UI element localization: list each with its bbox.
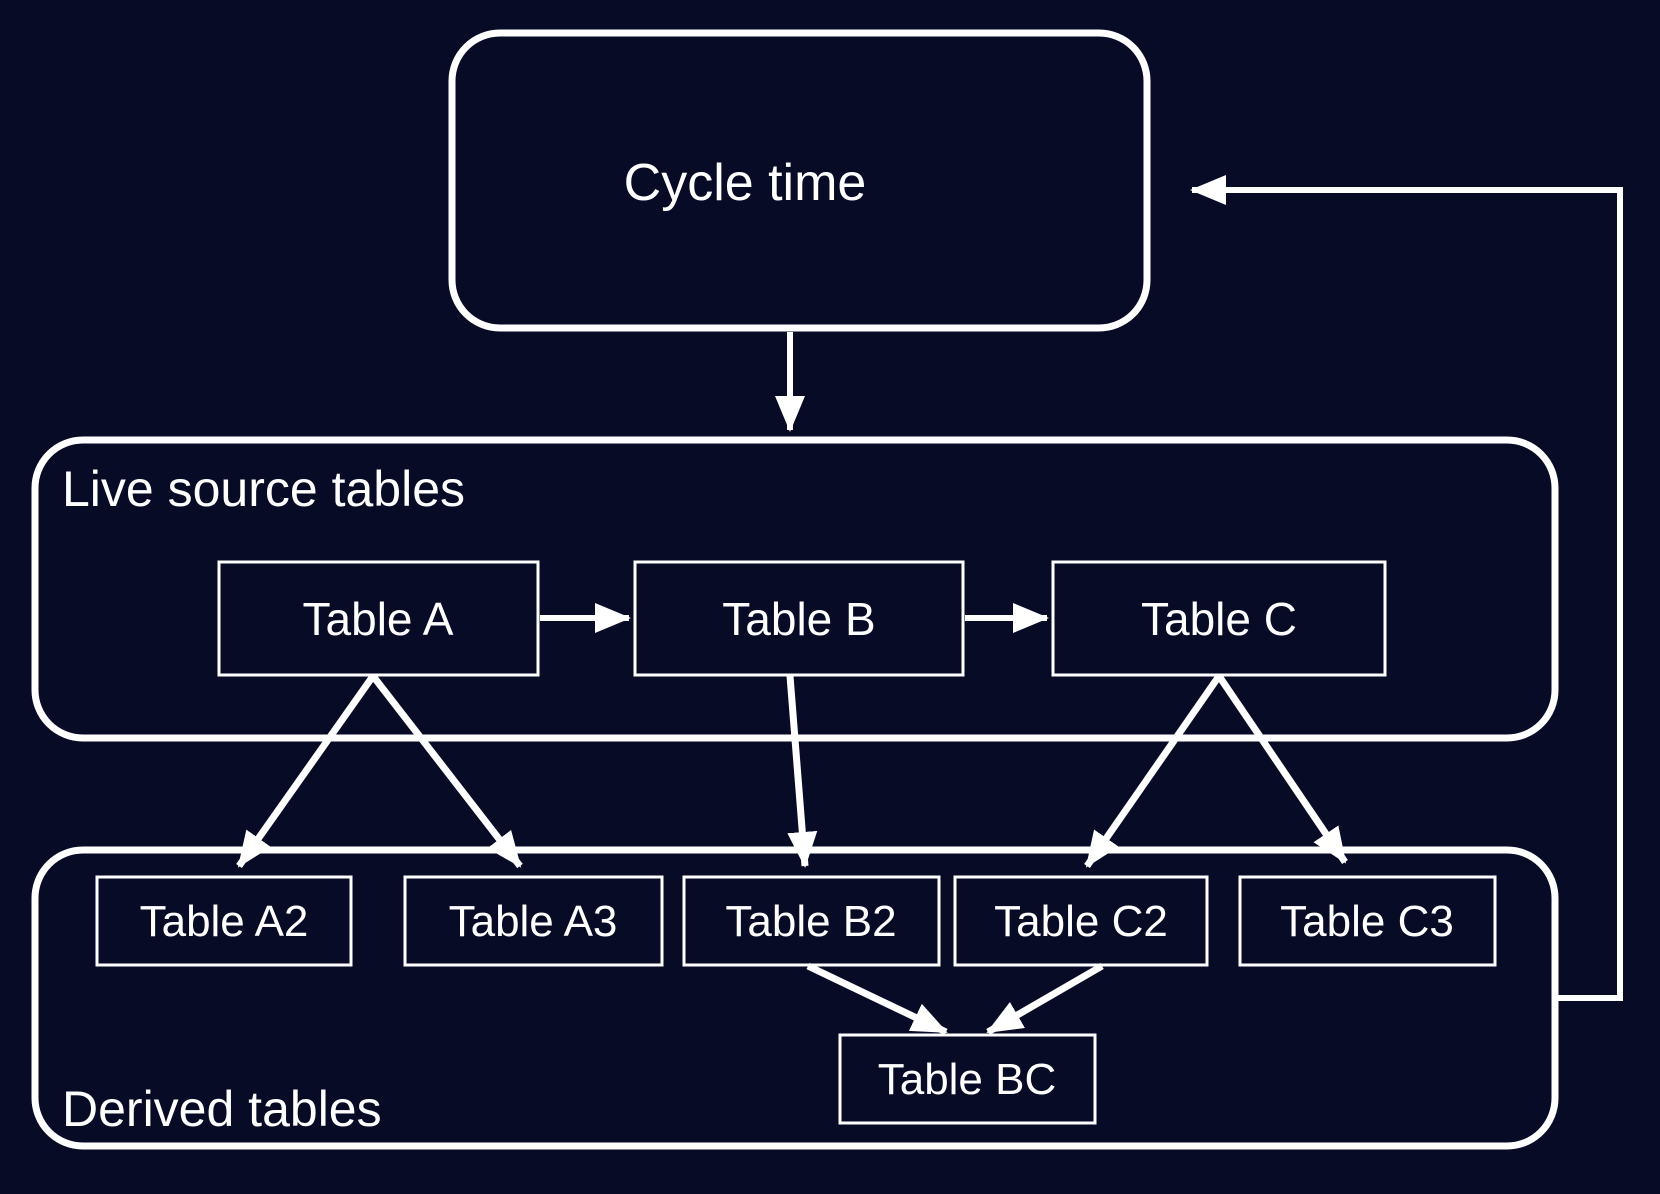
table-a2-box [95,875,353,967]
edge-table-b2-to-table-bc [806,962,948,1036]
edge-table-a-to-table-a2 [236,673,376,869]
edge-table-c2-to-table-bc [986,962,1104,1036]
edge-table-b-to-table-b2 [786,675,818,868]
table-c-label: Table C [1141,593,1297,645]
table-a-box [217,560,540,677]
edge-table-c-to-table-c3 [1216,674,1348,864]
table-b-label: Table B [722,593,875,645]
derived-group-label: Derived tables [62,1081,382,1137]
edge-table-c-to-table-c2 [1084,674,1222,868]
live-source-group-label: Live source tables [62,461,465,517]
table-a3-label: Table A3 [449,897,618,946]
cycle-time-box [448,29,1151,332]
table-a2-label: Table A2 [140,897,309,946]
table-b2-label: Table B2 [725,897,896,946]
table-bc-label: Table BC [878,1055,1057,1104]
table-c3-box [1238,875,1497,967]
table-c2-box [953,875,1209,967]
table-a3-box [403,875,664,967]
edge-table-a-to-table-a3 [370,673,523,869]
table-a-label: Table A [303,593,454,645]
table-b-box [633,560,965,677]
table-c2-label: Table C2 [994,897,1168,946]
edge-feedback-derived-to-cycle [1190,175,1623,1001]
table-c-box [1051,560,1387,677]
cycle-time-label: Cycle time [624,154,867,212]
table-bc-box [838,1033,1097,1125]
table-c3-label: Table C3 [1280,897,1454,946]
